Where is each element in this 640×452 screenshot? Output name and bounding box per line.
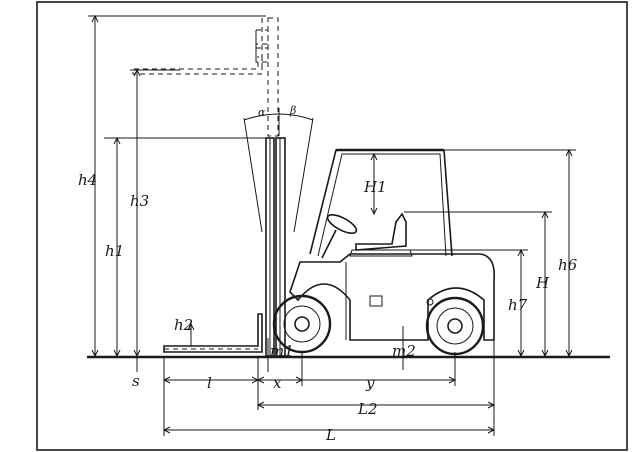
dim-h4 bbox=[88, 14, 266, 358]
label-h3: h3 bbox=[130, 192, 149, 210]
label-H: H bbox=[535, 274, 550, 292]
dim-h3 bbox=[130, 68, 180, 358]
body-plate bbox=[369, 295, 383, 307]
label-m1: m1 bbox=[270, 342, 294, 360]
mast-tilt-back-line bbox=[293, 117, 314, 233]
mast bbox=[243, 17, 314, 357]
overhead-guard bbox=[309, 148, 453, 257]
truck-body bbox=[289, 253, 496, 341]
dim-s bbox=[136, 356, 165, 436]
label-m2: m2 bbox=[392, 342, 416, 360]
dim-h6 bbox=[444, 148, 576, 358]
label-x: x bbox=[273, 374, 282, 392]
mast-tilt-forward-line bbox=[243, 117, 263, 233]
dim-L2 bbox=[256, 340, 496, 436]
label-L: L bbox=[325, 426, 336, 444]
steering-wheel bbox=[321, 214, 358, 259]
label-H1: H1 bbox=[363, 178, 387, 196]
dim-H bbox=[404, 210, 552, 358]
dim-h7 bbox=[400, 248, 528, 358]
label-s: s bbox=[132, 372, 140, 390]
label-l: l bbox=[207, 374, 212, 392]
dim-L bbox=[162, 426, 496, 434]
rear-wheel bbox=[425, 296, 485, 356]
label-h1: h1 bbox=[105, 242, 124, 260]
forks-raised bbox=[132, 29, 269, 75]
label-h6: h6 bbox=[558, 256, 578, 274]
label-L2: L2 bbox=[357, 400, 378, 418]
diagram-frame bbox=[36, 1, 628, 451]
dim-h2 bbox=[187, 322, 195, 346]
label-h2: h2 bbox=[174, 316, 193, 334]
label-beta: β bbox=[289, 104, 296, 117]
forks-lowered bbox=[163, 313, 263, 353]
dim-h1 bbox=[104, 136, 266, 358]
label-alpha: α bbox=[258, 106, 266, 119]
dim-y bbox=[302, 352, 457, 386]
label-h7: h7 bbox=[508, 296, 528, 314]
label-y: y bbox=[365, 374, 375, 392]
dim-H1 bbox=[370, 152, 378, 216]
label-h4: h4 bbox=[78, 171, 97, 189]
